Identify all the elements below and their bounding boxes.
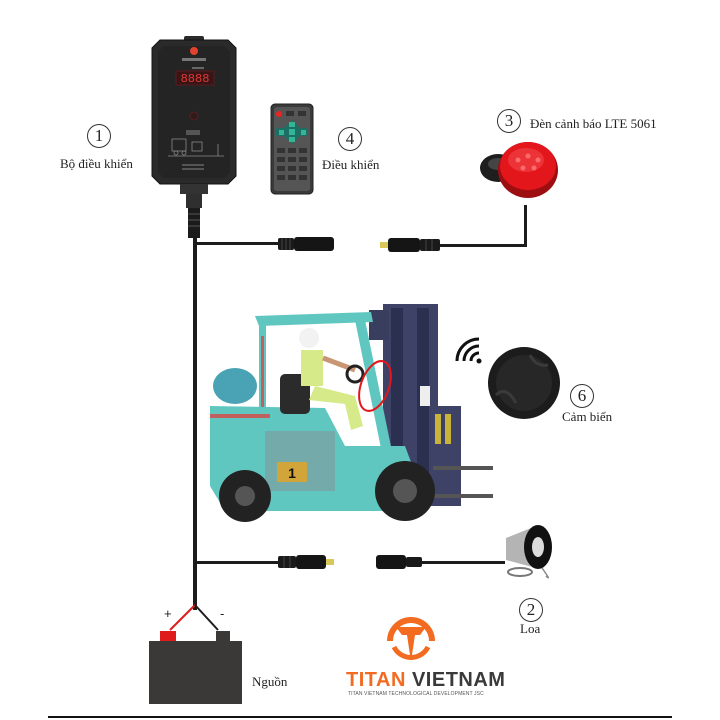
- number-text: 6: [577, 386, 587, 405]
- battery-wiring: [169, 604, 219, 631]
- wireless-signal-icon: [455, 337, 482, 364]
- component-number-2: 2: [519, 598, 543, 622]
- number-text: 4: [345, 129, 355, 148]
- lamp-riser-cable: [524, 205, 527, 247]
- titan-logo-icon: [387, 617, 435, 661]
- component-number-4: 4: [338, 127, 362, 151]
- warning-lamp: [480, 142, 558, 198]
- dc-male-connector-bottom: [278, 555, 334, 569]
- component-number-6: 6: [570, 384, 594, 408]
- warning-lamp-label: Đèn cảnh báo LTE 5061: [530, 116, 657, 131]
- brand-name-primary: TITAN: [346, 669, 406, 691]
- brand-name: TITAN VIETNAM: [346, 669, 505, 692]
- number-text: 1: [94, 126, 104, 145]
- speaker-label: Loa: [520, 621, 541, 636]
- dc-female-connector-bottom: [376, 555, 422, 569]
- sensor-label: Cảm biến: [562, 409, 613, 424]
- negative-terminal: [216, 631, 230, 641]
- battery: [149, 641, 242, 704]
- forklift-number: 1: [288, 465, 296, 481]
- top-right-cable: [435, 244, 527, 247]
- number-text: 3: [504, 111, 514, 130]
- number-text: 2: [526, 600, 536, 619]
- bottom-right-cable: [420, 561, 505, 564]
- negative-sign: -: [220, 606, 225, 621]
- component-number-3: 3: [497, 109, 521, 133]
- brand-tagline: TITAN VIETNAM TECHNOLOGICAL DEVELOPMENT …: [348, 691, 484, 697]
- component-number-1: 1: [87, 124, 111, 148]
- dc-female-connector-top: [278, 237, 334, 251]
- dc-male-connector-top: [380, 238, 440, 252]
- bottom-divider: [48, 716, 672, 718]
- positive-terminal: [160, 631, 176, 641]
- remote-label: Điều khiển: [322, 157, 380, 172]
- controller-label: Bộ điều khiển: [60, 156, 133, 171]
- positive-sign: +: [164, 606, 172, 621]
- top-left-cable: [197, 242, 292, 245]
- forklift-image: 1: [210, 304, 493, 522]
- controller-unit: 8888: [151, 36, 237, 238]
- main-vertical-wire: [193, 235, 197, 610]
- battery-label: Nguồn: [252, 674, 288, 689]
- sensor-device: [488, 347, 560, 419]
- bottom-left-cable: [197, 561, 282, 564]
- controller-display: 8888: [181, 72, 210, 86]
- remote-control: [270, 103, 314, 195]
- brand-name-secondary: VIETNAM: [411, 669, 506, 691]
- horn-speaker: [506, 525, 552, 579]
